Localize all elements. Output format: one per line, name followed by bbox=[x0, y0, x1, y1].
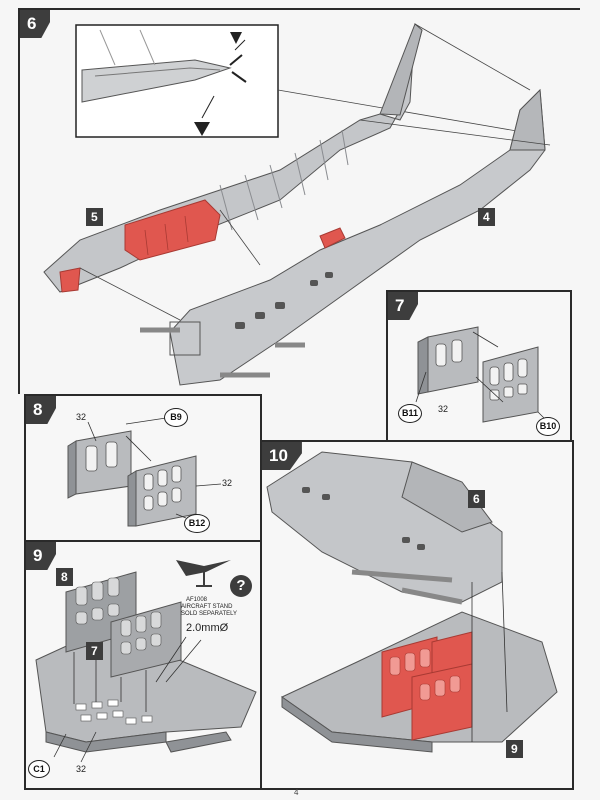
page-number: 4 bbox=[294, 788, 299, 797]
step-9-ref-badge-7: 7 bbox=[86, 642, 103, 660]
step-10-ref-badge-6: 6 bbox=[468, 490, 485, 508]
step-8-panel: 8 32 32 B9 B12 bbox=[24, 394, 262, 544]
stand-code: AF1008 bbox=[186, 597, 208, 603]
step-9-illustration bbox=[35, 560, 257, 763]
drill-size: 2.0mmØ bbox=[186, 622, 229, 634]
step-10-illustration bbox=[266, 451, 558, 753]
step-6-ref-badge-4: 4 bbox=[478, 208, 495, 226]
part-label-b12: B12 bbox=[184, 514, 210, 533]
step-6-ref-badge-5: 5 bbox=[86, 208, 103, 226]
step-9-panel: 9 bbox=[24, 540, 264, 790]
step-8-illustration bbox=[67, 417, 222, 527]
step-6-illustration bbox=[43, 22, 551, 386]
step-10-ref-badge-9: 9 bbox=[506, 740, 523, 758]
part-label-b10: B10 bbox=[536, 417, 560, 436]
part-label-b11: B11 bbox=[398, 404, 422, 423]
step-7-illustration bbox=[415, 326, 549, 423]
stand-line1: AIRCRAFT STAND bbox=[181, 604, 233, 610]
help-question-icon: ? bbox=[236, 577, 246, 594]
step-8-ref-32-top: 32 bbox=[76, 412, 87, 422]
step-9-ref-badge-8: 8 bbox=[56, 568, 73, 586]
step-6-panel: 6 bbox=[18, 8, 580, 394]
part-ref-32: 32 bbox=[438, 404, 449, 414]
step-8-ref-32-right: 32 bbox=[222, 478, 233, 488]
step-9-ref-32: 32 bbox=[76, 764, 87, 774]
step-7-panel: 7 B11 B10 32 bbox=[386, 290, 572, 444]
stand-line2: SOLD SEPARATELY bbox=[181, 611, 238, 617]
step-10-panel: 10 6 9 bbox=[260, 440, 574, 790]
part-label-b9: B9 bbox=[164, 408, 188, 427]
part-label-c1: C1 bbox=[28, 760, 50, 778]
